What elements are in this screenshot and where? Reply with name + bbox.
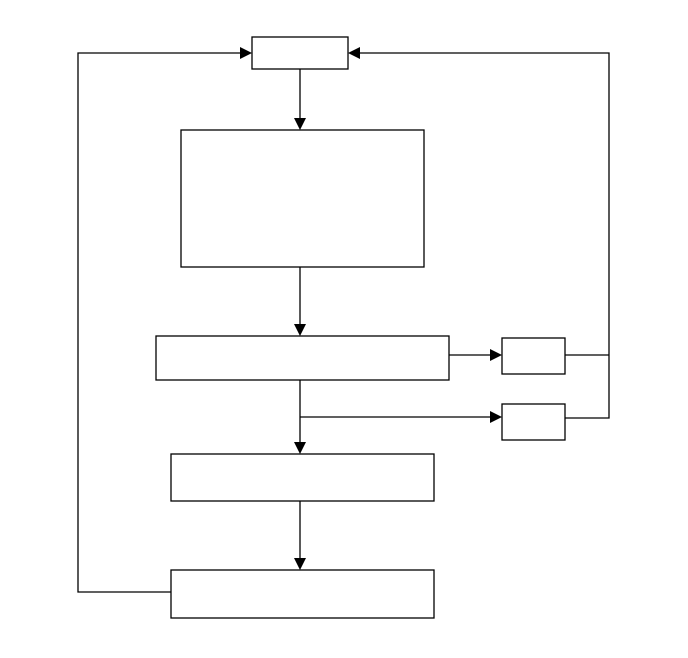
- node-lower-middle-box: [170, 453, 435, 502]
- edge-top-to-large: [294, 69, 306, 130]
- node-bottom-box: [170, 569, 435, 619]
- node-side-box-lower: [501, 403, 566, 441]
- edge-wide-to-lower-middle: [294, 380, 306, 454]
- node-large-process-box: [180, 129, 425, 268]
- edge-wide-to-side-upper: [449, 349, 502, 361]
- node-top-box: [251, 36, 349, 70]
- edge-wide-to-side-lower: [300, 411, 502, 423]
- node-side-box-upper: [501, 337, 566, 375]
- edge-side-feedback-to-top: [348, 47, 610, 419]
- edge-lower-middle-to-bottom: [294, 501, 306, 570]
- edge-bottom-feedback-to-top: [77, 47, 252, 593]
- node-wide-middle-box: [155, 335, 450, 381]
- edge-large-to-wide: [294, 267, 306, 336]
